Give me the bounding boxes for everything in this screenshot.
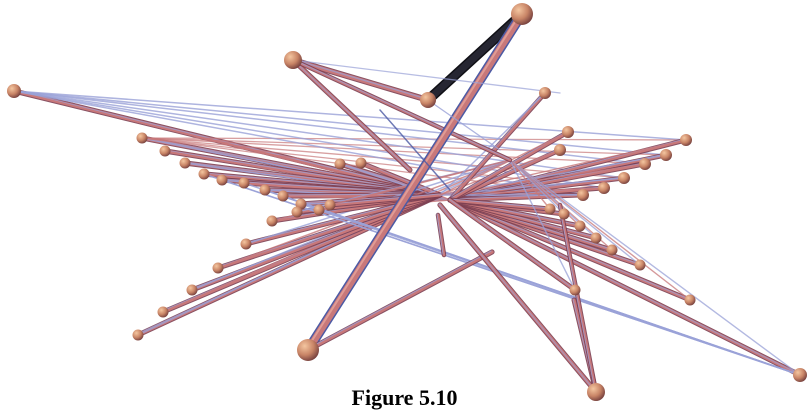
graph-node [562,126,574,138]
graph-node [267,216,278,227]
graph-node [325,200,336,211]
graph-node [607,245,618,256]
graph-node [639,158,651,170]
graph-node [292,207,303,218]
graph-node [356,158,367,169]
graph-node [278,191,289,202]
graph-node [660,149,672,161]
graph-node [137,133,148,144]
graph-node [160,146,171,157]
graph-node [511,3,533,25]
graph-node [314,205,325,216]
graph-node [297,339,319,361]
graph-node [680,134,692,146]
graph-node [217,175,228,186]
graph-node [420,92,436,108]
graph-node [539,87,551,99]
graph-node [284,51,302,69]
graph-node [187,285,198,296]
graph-node [241,239,252,250]
graph-node [559,209,570,220]
graph-node [685,295,696,306]
graph-node [575,221,586,232]
graph-node [618,172,630,184]
graph-node [570,285,581,296]
graph-node [260,185,271,196]
figure-caption: Figure 5.10 [0,385,809,411]
graph-node [239,178,250,189]
graph-node [133,330,144,341]
graph-node [577,189,589,201]
graph-node [213,263,224,274]
graph-node [598,182,610,194]
graph-node [793,368,807,382]
edges-layer [13,14,800,392]
graph-edge [14,91,666,155]
graph-node [199,169,210,180]
graph-node [591,233,602,244]
graph-node [545,204,556,215]
graph-edge [449,199,799,374]
graph-node [158,307,169,318]
graph-node [554,144,566,156]
graph-node [180,158,191,169]
graph-node [635,260,646,271]
graph-node [335,159,346,170]
graph-node [7,84,21,98]
